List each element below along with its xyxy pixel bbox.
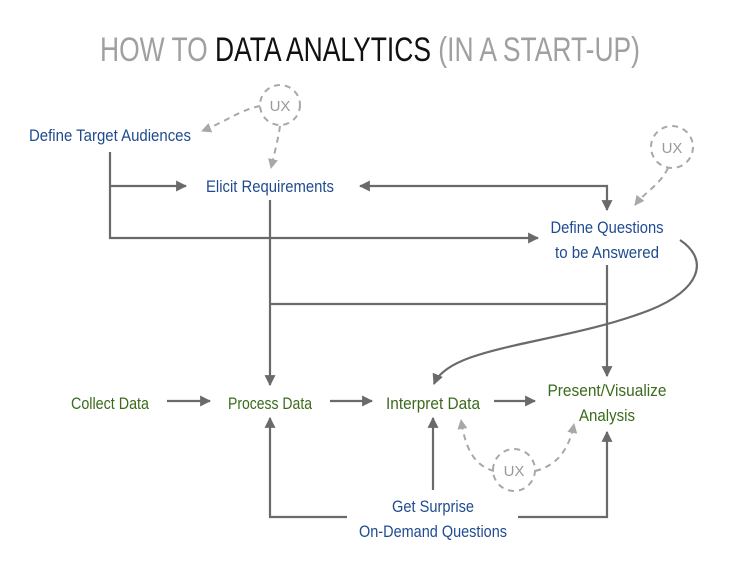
- ux-connectors: [201, 84, 694, 492]
- node-define-target-audiences: Define Target Audiences: [29, 126, 191, 145]
- ux-label: UX: [662, 140, 683, 157]
- node-surprise-line2: On-Demand Questions: [359, 522, 507, 541]
- arrow-surprise-to-process: [264, 416, 347, 519]
- arrow-surprise-to-present: [518, 430, 613, 519]
- node-define-questions-line1: Define Questions: [551, 218, 664, 237]
- page-title: HOW TO DATA ANALYTICS (IN A START-UP): [100, 31, 640, 69]
- node-present-line2: Analysis: [579, 406, 635, 425]
- ux-circle: [259, 84, 301, 126]
- arrow-questions-to-interpret: [432, 239, 698, 386]
- node-interpret-data: Interpret Data: [386, 394, 480, 413]
- node-define-questions-line2: to be Answered: [555, 243, 659, 262]
- node-surprise-line1: Get Surprise: [392, 497, 474, 516]
- ux-label: UX: [270, 98, 291, 115]
- node-collect-data: Collect Data: [71, 394, 149, 413]
- connectors: [108, 152, 698, 519]
- arrow-requirements-questions: [358, 180, 613, 212]
- ux-label: UX: [504, 463, 525, 480]
- arrow-audiences-to-questions: [108, 152, 540, 244]
- node-present-line1: Present/Visualize: [548, 381, 667, 400]
- node-process-data: Process Data: [228, 394, 312, 413]
- node-elicit-requirements: Elicit Requirements: [206, 177, 334, 196]
- ux-circle: [650, 125, 694, 169]
